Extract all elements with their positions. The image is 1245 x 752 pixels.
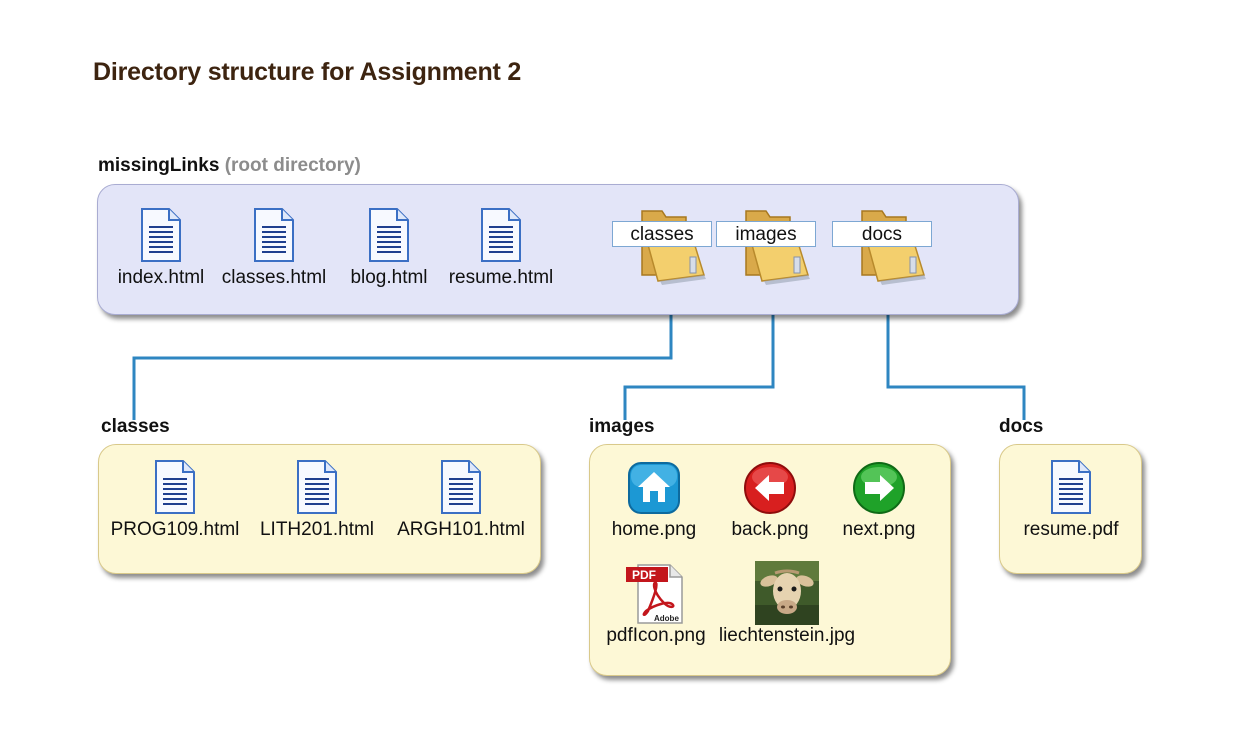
- html-file-icon: [369, 208, 409, 262]
- root-directory-note: (root directory): [224, 155, 361, 176]
- file-item[interactable]: blog.html: [319, 207, 459, 289]
- pdf-badge: PDF: [632, 568, 656, 582]
- cow-photo-thumbnail: [755, 561, 819, 625]
- file-item[interactable]: PROG109.html: [105, 459, 245, 541]
- file-item[interactable]: PDF Adobe pdfIcon.png: [586, 563, 726, 647]
- docs-panel: resume.pdf: [999, 444, 1142, 574]
- file-name: liechtenstein.jpg: [718, 625, 856, 646]
- images-heading: images: [589, 416, 655, 437]
- file-item[interactable]: back.png: [700, 461, 840, 541]
- file-name: index.html: [117, 267, 205, 288]
- next-arrow-icon: [853, 462, 905, 514]
- file-name: classes.html: [221, 267, 327, 288]
- html-file-icon: [441, 460, 481, 514]
- folder-classes[interactable]: classes: [612, 205, 738, 285]
- pdf-file-icon: PDF Adobe: [626, 564, 683, 624]
- home-icon: [628, 462, 680, 514]
- file-name: pdfIcon.png: [606, 625, 706, 646]
- folder-images[interactable]: images: [716, 205, 842, 285]
- folder-label: images: [716, 221, 816, 247]
- file-item[interactable]: ARGH101.html: [391, 459, 531, 541]
- root-directory-panel: index.html classes.html blog.html resume…: [97, 184, 1019, 315]
- html-file-icon: [155, 460, 195, 514]
- connector-images: [623, 276, 775, 420]
- docs-heading: docs: [999, 416, 1044, 437]
- root-heading: missingLinks (root directory): [98, 155, 361, 177]
- root-directory-name: missingLinks: [98, 155, 220, 176]
- folder-label: docs: [832, 221, 932, 247]
- file-item[interactable]: next.png: [809, 461, 949, 541]
- html-file-icon: [297, 460, 337, 514]
- adobe-brand: Adobe: [654, 614, 679, 623]
- html-file-icon: [141, 208, 181, 262]
- file-name: PROG109.html: [110, 519, 240, 540]
- classes-heading: classes: [101, 416, 170, 437]
- connector-docs: [886, 276, 1026, 420]
- folder-label: classes: [612, 221, 712, 247]
- file-item[interactable]: index.html: [91, 207, 231, 289]
- folder-docs[interactable]: docs: [832, 205, 958, 285]
- file-name: home.png: [611, 519, 697, 540]
- file-name: ARGH101.html: [397, 519, 525, 540]
- html-file-icon: [481, 208, 521, 262]
- images-panel: home.png back.png next.png PDF Adobe pdf…: [589, 444, 951, 676]
- file-name: resume.html: [448, 267, 554, 288]
- file-name: next.png: [842, 519, 916, 540]
- file-item[interactable]: LITH201.html: [247, 459, 387, 541]
- document-file-icon: [1051, 460, 1091, 514]
- connector-classes: [132, 276, 673, 420]
- html-file-icon: [254, 208, 294, 262]
- page-title: Directory structure for Assignment 2: [93, 58, 522, 86]
- back-arrow-icon: [744, 462, 796, 514]
- file-item[interactable]: resume.html: [431, 207, 571, 289]
- file-name: back.png: [731, 519, 809, 540]
- file-item[interactable]: liechtenstein.jpg: [717, 561, 857, 647]
- classes-panel: PROG109.html LITH201.html ARGH101.html: [98, 444, 541, 574]
- file-item[interactable]: home.png: [584, 461, 724, 541]
- file-item[interactable]: resume.pdf: [1001, 459, 1141, 541]
- file-item[interactable]: classes.html: [204, 207, 344, 289]
- file-name: resume.pdf: [1023, 519, 1119, 540]
- file-name: blog.html: [350, 267, 428, 288]
- file-name: LITH201.html: [259, 519, 375, 540]
